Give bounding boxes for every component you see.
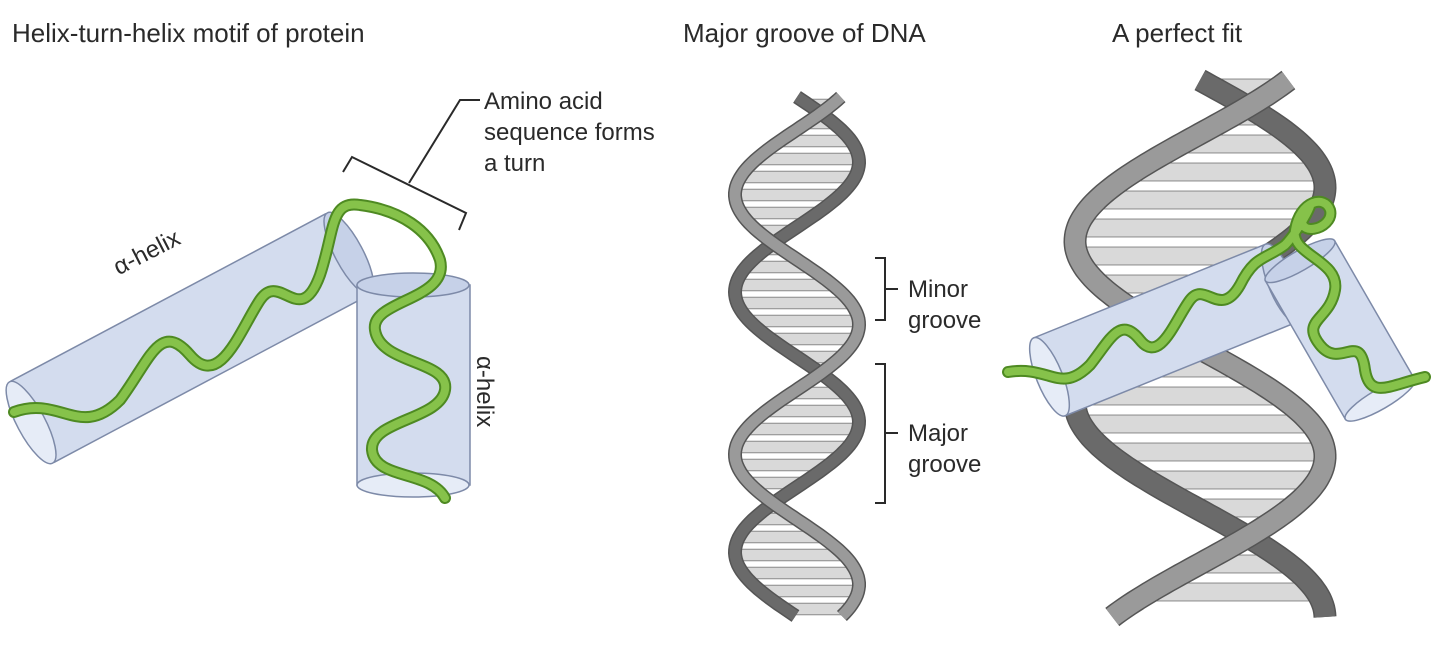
major-groove-line-2: groove <box>908 451 982 478</box>
middle-dna-strand-2 <box>729 92 865 620</box>
middle-panel-title: Major groove of DNA <box>683 18 926 48</box>
cylinder-end-1 <box>5 380 57 465</box>
middle-dna-base-pair <box>735 440 849 454</box>
minor-groove-line-1: Minor <box>908 276 969 303</box>
bound-cylinder-2 <box>1264 238 1416 422</box>
cylinder-body-1 <box>9 212 371 464</box>
bound-cylinder-cap-2 <box>1264 238 1336 284</box>
minor-groove-line-2: groove <box>908 307 982 334</box>
turn-label-line-1: Amino acid <box>484 88 603 115</box>
turn-label: Amino acid sequence forms a turn <box>484 86 655 179</box>
middle-dna-base-pair <box>742 566 858 580</box>
turn-bracket <box>342 155 468 231</box>
minor-groove-bracket <box>875 257 898 321</box>
right-dna-base-pair <box>1080 414 1312 434</box>
major-groove-bracket <box>875 363 898 504</box>
middle-dna-base-pair <box>736 296 852 310</box>
ribbon-helix-1-shade <box>10 200 450 502</box>
middle-dna-strand-1 <box>729 92 865 621</box>
turn-label-line-3: a turn <box>484 150 546 177</box>
left-panel-title: Helix-turn-helix motif of protein <box>12 18 365 48</box>
middle-dna-base-pair <box>739 170 856 184</box>
dna-double-helix <box>727 91 867 622</box>
minor-groove-label: Minor groove <box>908 274 981 336</box>
helix-turn-helix-motif <box>5 99 480 504</box>
middle-dna-base-pair <box>745 422 859 436</box>
bound-ribbon-shade <box>1004 197 1429 392</box>
major-groove-label: Major groove <box>908 418 981 480</box>
middle-dna-base-pair <box>734 188 841 202</box>
turn-bracket-leader <box>408 99 480 184</box>
turn-label-line-2: sequence forms <box>484 119 655 146</box>
right-panel-title: A perfect fit <box>1112 18 1243 48</box>
major-groove-line-1: Major <box>908 420 969 447</box>
bound-protein <box>1002 195 1431 422</box>
right-dna-base-pair <box>1105 442 1326 462</box>
middle-dna-base-pair <box>734 548 845 562</box>
right-dna-base-pair <box>1076 218 1305 238</box>
middle-dna-base-pair <box>749 314 860 328</box>
right-dna-base-pair <box>1096 190 1324 210</box>
